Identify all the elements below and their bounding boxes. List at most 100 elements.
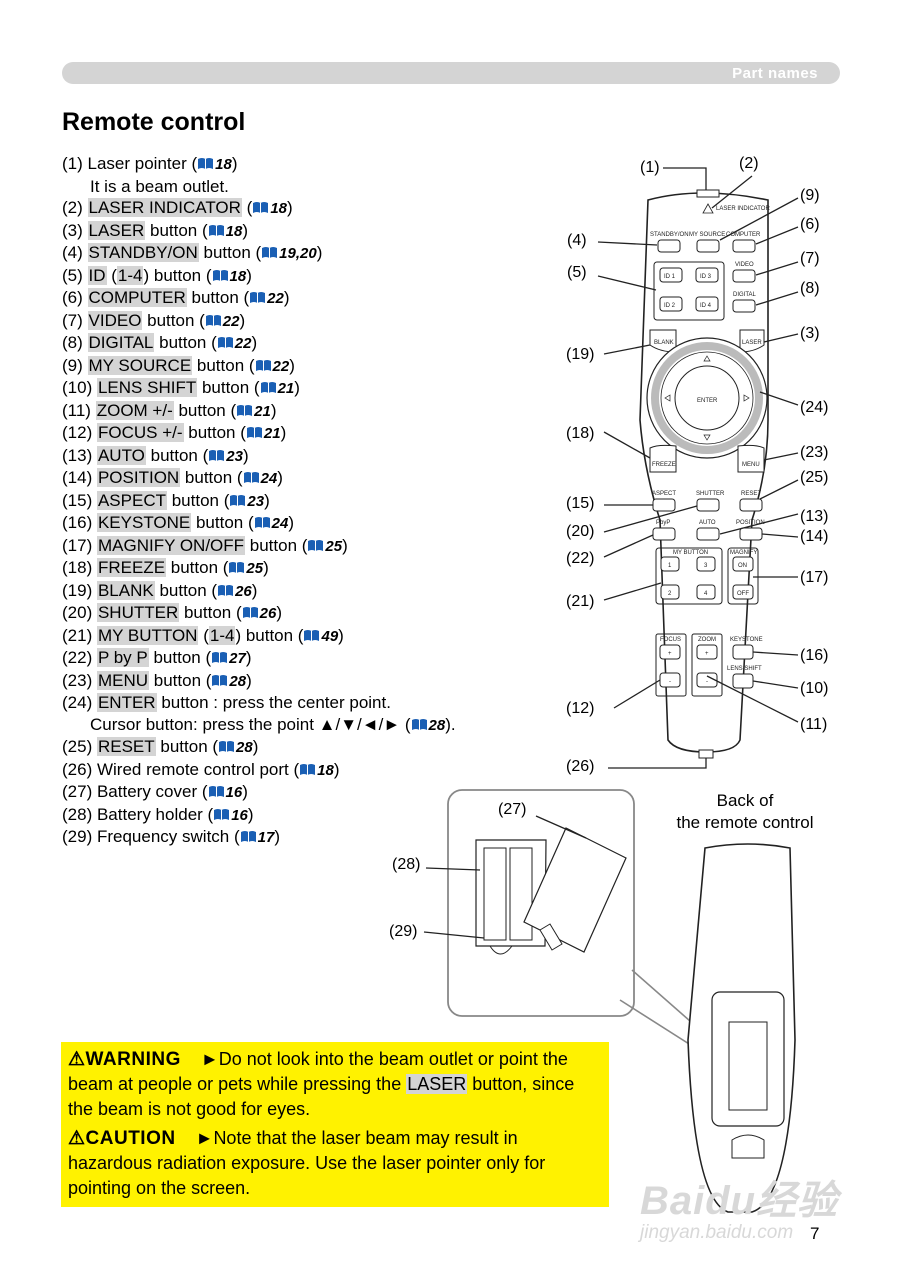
my-source-button[interactable] — [696, 239, 720, 253]
focus-plus-button[interactable] — [659, 644, 681, 660]
freeze-button[interactable] — [649, 444, 677, 473]
item-end: ) — [316, 243, 323, 262]
id3-button[interactable] — [695, 267, 719, 283]
pbyp-button[interactable] — [652, 527, 676, 541]
aspect-button[interactable] — [652, 498, 676, 512]
parts-list-item: (9) MY SOURCE button (22) — [62, 355, 542, 378]
item-keyword: RESET — [96, 737, 156, 756]
my-source-label: MY SOURCE — [689, 232, 725, 238]
freeze-label: FREEZE — [652, 462, 676, 468]
manual-book-icon — [304, 629, 320, 641]
remote-back-body — [687, 843, 796, 1213]
my-button-4[interactable] — [696, 584, 716, 600]
item-number: (23) — [62, 670, 93, 690]
manual-book-icon — [262, 247, 278, 258]
parts-list-item: (3) LASER button (18) — [62, 220, 542, 243]
parts-list-item: (4) STANDBY/ON button (19,20) — [62, 242, 542, 265]
battery-slot-1 — [483, 847, 507, 941]
caution-arrow: ► — [195, 1128, 214, 1148]
item-page-ref: 18 — [317, 761, 334, 779]
parts-list-item: (1) Laser pointer (18) — [62, 153, 542, 176]
parts-list-item: (10) LENS SHIFT button (21) — [62, 377, 542, 400]
focus-group — [655, 633, 687, 697]
section-header-bar: Part names — [62, 62, 840, 84]
parts-list-item: (18) FREEZE button (25) — [62, 557, 542, 580]
item-keyword: ID — [87, 265, 107, 285]
item-keyword: MY SOURCE — [87, 355, 193, 375]
item-number: (3) — [62, 220, 83, 240]
item-page-ref: 28 — [229, 672, 247, 690]
item-end: ) — [251, 333, 258, 352]
manual-book-icon — [243, 472, 259, 483]
enter-button[interactable] — [674, 365, 740, 431]
enter-label: ENTER — [697, 398, 718, 404]
auto-button[interactable] — [696, 527, 720, 541]
item-page-ref: 18 — [225, 222, 243, 240]
item-number: (1) — [62, 154, 83, 173]
item-page-ref: 22 — [272, 357, 290, 375]
keystone-button[interactable] — [732, 644, 754, 660]
digital-label: DIGITAL — [733, 292, 757, 298]
my-button-2[interactable] — [660, 584, 680, 600]
watermark-main: Baidu经验 — [640, 1179, 839, 1223]
video-button[interactable] — [732, 269, 756, 283]
item-number: (26) — [62, 759, 93, 779]
parts-list-item: (27) Battery cover (16) — [62, 781, 542, 804]
magnify-on-button[interactable] — [732, 556, 754, 572]
mb3-label: 3 — [704, 563, 708, 569]
shutter-button[interactable] — [696, 498, 720, 512]
manual-book-icon — [308, 539, 324, 551]
id2-button[interactable] — [659, 296, 683, 312]
my-button-3[interactable] — [696, 556, 716, 572]
item-keyword: BLANK — [96, 580, 155, 600]
lens-shift-button[interactable] — [732, 673, 754, 689]
page-number: 7 — [810, 1224, 820, 1243]
item-text: ( — [241, 198, 253, 217]
digital-button[interactable] — [732, 299, 756, 313]
manual-book-icon — [250, 292, 266, 303]
item-number: (14) — [62, 468, 93, 487]
item-text: button ( — [148, 648, 212, 667]
callout-15: (15) — [566, 495, 595, 512]
item-text: button ( — [245, 535, 308, 555]
caution-text: ⚠CAUTION ►Note that the laser beam may r… — [68, 1126, 603, 1201]
manual-book-icon — [212, 652, 228, 663]
callout-13: (13) — [800, 508, 829, 525]
my-button-1[interactable] — [660, 556, 680, 572]
item-page-ref: 16 — [225, 784, 243, 801]
menu-button[interactable] — [737, 444, 765, 473]
item-page-ref: 24 — [260, 470, 278, 487]
computer-button[interactable] — [732, 239, 756, 253]
zoom-minus-button[interactable] — [696, 672, 718, 688]
callout-5: (5) — [567, 264, 587, 281]
item-number: (28) — [62, 804, 93, 824]
item-keyword: ENTER — [96, 693, 157, 712]
item-text: Wired remote control port ( — [96, 759, 300, 779]
callout-16: (16) — [800, 647, 829, 664]
item-text: Cursor button: press the point ▲/▼/◄/► ( — [90, 714, 411, 734]
position-button[interactable] — [739, 527, 763, 541]
magnify-off-button[interactable] — [732, 584, 754, 600]
page-title: Remote control — [62, 108, 246, 136]
laser-label: LASER — [742, 340, 762, 346]
zoom-plus-button[interactable] — [696, 644, 718, 660]
cursor-left-icon[interactable] — [664, 394, 671, 402]
parts-list-item: (29) Frequency switch (17) — [62, 826, 542, 849]
id4-button[interactable] — [695, 296, 719, 312]
item-page-ref: 23 — [226, 447, 243, 465]
mb4-label: 4 — [704, 591, 708, 597]
cursor-up-icon[interactable] — [703, 355, 711, 362]
standby-button[interactable] — [657, 239, 681, 253]
manual-book-icon — [253, 202, 269, 213]
callout-14: (14) — [800, 528, 829, 545]
computer-label: COMPUTER — [726, 232, 761, 238]
battery-slot-2 — [509, 847, 533, 941]
item-keyword: AUTO — [96, 445, 146, 465]
cursor-down-icon[interactable] — [703, 434, 711, 441]
caution-body: Note that the laser beam may result in h… — [68, 1128, 546, 1198]
item-text: It is a beam outlet. — [90, 176, 229, 196]
id1-button[interactable] — [659, 267, 683, 283]
reset-button[interactable] — [739, 498, 763, 512]
callout-18: (18) — [566, 425, 595, 442]
cursor-right-icon[interactable] — [743, 394, 750, 402]
